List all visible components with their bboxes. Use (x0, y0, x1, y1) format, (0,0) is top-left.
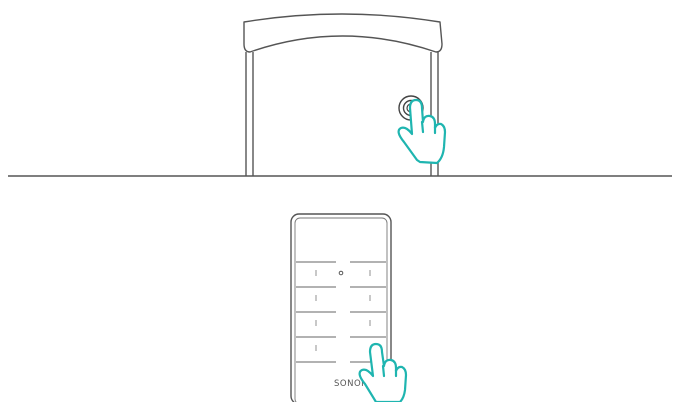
door-unit (8, 14, 672, 176)
door-frame (246, 52, 438, 176)
remote-control: SONOFF (291, 214, 406, 402)
door-header (244, 14, 442, 52)
